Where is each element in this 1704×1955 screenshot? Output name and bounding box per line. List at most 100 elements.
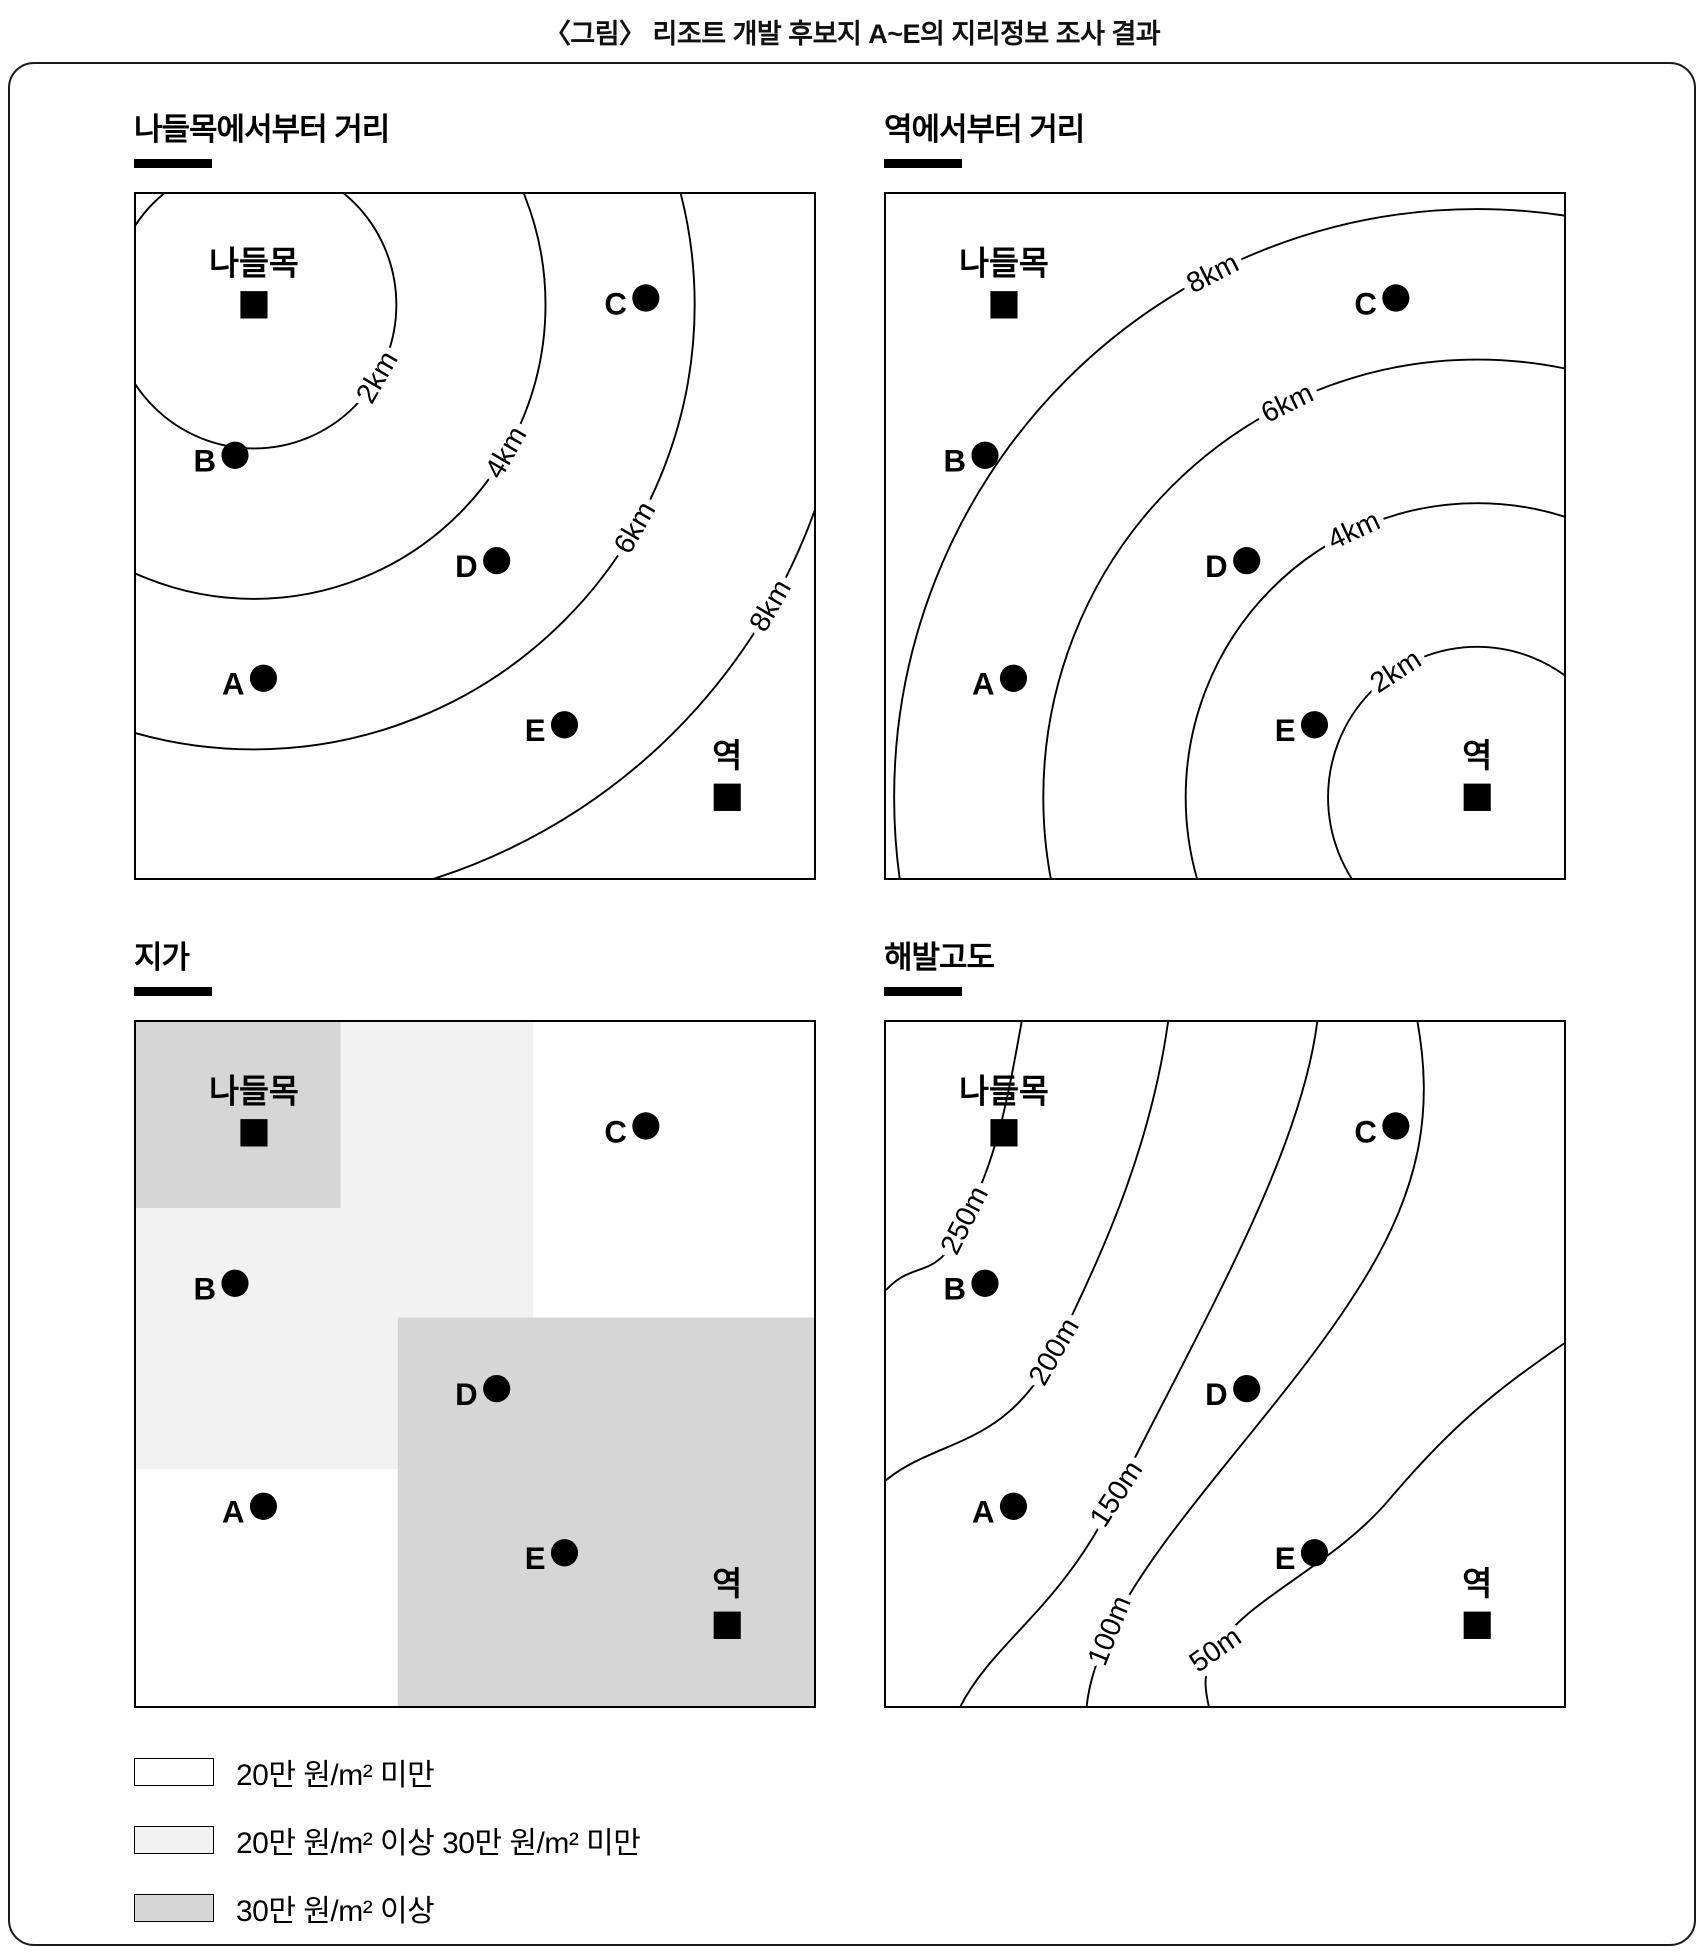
interchange-marker	[990, 291, 1018, 319]
title-underline-bar	[884, 159, 962, 168]
interchange-marker	[240, 291, 268, 319]
panel-title-land-price: 지가	[134, 940, 190, 975]
legend-label-20-to-30: 20만 원/m² 이상 30만 원/m² 미만	[236, 1827, 641, 1860]
site-letter-B: B	[943, 1272, 966, 1307]
site-dot-E	[1300, 1539, 1329, 1567]
interchange-marker	[240, 1119, 268, 1147]
legend-row-20-to-30: 20만 원/m² 이상 30만 원/m² 미만	[134, 1818, 1694, 1862]
site-letter-C: C	[604, 1114, 627, 1149]
site-dot-D	[1233, 1374, 1261, 1403]
contour-line-100m	[1085, 1022, 1425, 1706]
site-letter-A: A	[222, 1495, 245, 1530]
ring-label-4km: 4km	[1323, 504, 1385, 556]
site-letter-A: A	[222, 667, 245, 702]
station-label: 역	[712, 1565, 742, 1602]
figure-title: 〈그림〉 리조트 개발 후보지 A~E의 지리정보 조사 결과	[543, 19, 1161, 49]
legend-swatch-over-30	[134, 1894, 214, 1922]
price-zone-high-2	[397, 1317, 814, 1706]
site-dot-D	[483, 546, 511, 575]
site-letter-E: E	[525, 1541, 546, 1576]
legend-label-under-20: 20만 원/m² 미만	[236, 1759, 435, 1792]
legend-label-over-30: 30만 원/m² 이상	[236, 1895, 435, 1928]
contour-label-200m: 200m	[1023, 1313, 1086, 1391]
distance-ring-2km	[1327, 645, 1564, 878]
distance-ring-6km	[1042, 358, 1564, 878]
distance-ring-2km	[136, 194, 398, 450]
distance-ring-8km	[432, 509, 814, 878]
site-dot-A	[999, 1492, 1028, 1520]
price-zone-high-1	[136, 1022, 341, 1209]
panel-title-station-distance: 역에서부터 거리	[884, 112, 1085, 147]
site-letter-B: B	[193, 1272, 216, 1307]
distance-ring-6km	[136, 194, 696, 751]
interchange-label: 나들목	[209, 1073, 299, 1110]
site-letter-D: D	[1205, 1377, 1228, 1412]
ring-label-4km: 4km	[479, 421, 533, 484]
station-label: 역	[1462, 1565, 1492, 1602]
ring-label-2km: 2km	[350, 346, 404, 409]
title-underline-bar	[134, 159, 212, 168]
interchange-label: 나들목	[959, 1073, 1049, 1110]
site-letter-E: E	[525, 713, 546, 748]
station-marker	[713, 783, 741, 811]
distance-ring-8km	[893, 208, 1564, 878]
site-letter-D: D	[455, 549, 478, 584]
site-dot-A	[249, 1492, 278, 1520]
contour-line-250m	[886, 1022, 1023, 1291]
distance-ring-4km	[136, 194, 547, 600]
interchange-label: 나들목	[959, 245, 1049, 282]
panel-title-elevation: 해발고도	[884, 940, 995, 975]
legend-row-over-30: 30만 원/m² 이상	[134, 1886, 1694, 1930]
site-dot-C	[1382, 284, 1410, 312]
site-letter-B: B	[193, 444, 216, 479]
site-letter-E: E	[1275, 713, 1296, 748]
site-dot-E	[550, 711, 579, 739]
site-dot-A	[999, 664, 1028, 692]
ring-label-8km: 8km	[743, 574, 797, 637]
site-letter-E: E	[1275, 1541, 1296, 1576]
site-letter-A: A	[972, 1495, 995, 1530]
site-letter-C: C	[604, 286, 627, 321]
site-letter-B: B	[943, 444, 966, 479]
site-dot-B	[971, 1269, 999, 1297]
site-dot-D	[1233, 546, 1261, 575]
site-dot-B	[221, 1269, 249, 1297]
site-dot-B	[971, 441, 999, 469]
ring-label-8km: 8km	[1182, 247, 1244, 300]
price-legend: 20만 원/m² 미만 20만 원/m² 이상 30만 원/m² 미만 30만 …	[134, 1750, 1694, 1930]
site-dot-A	[249, 664, 278, 692]
interchange-marker	[990, 1119, 1018, 1147]
site-letter-A: A	[972, 667, 995, 702]
distance-ring-4km	[1184, 502, 1564, 878]
site-letter-D: D	[455, 1377, 478, 1412]
contour-label-50m: 50m	[1184, 1621, 1248, 1679]
legend-row-under-20: 20만 원/m² 미만	[134, 1750, 1694, 1794]
site-dot-D	[483, 1374, 511, 1403]
price-zone-mid-0	[136, 1022, 534, 1470]
site-letter-C: C	[1354, 1114, 1377, 1149]
contour-label-250m: 250m	[934, 1181, 995, 1260]
station-label: 역	[1462, 737, 1492, 774]
contour-line-50m	[1204, 1342, 1564, 1706]
title-underline-bar	[134, 987, 212, 996]
site-letter-D: D	[1205, 549, 1228, 584]
site-dot-B	[221, 441, 249, 469]
interchange-label: 나들목	[209, 245, 299, 282]
site-letter-C: C	[1354, 286, 1377, 321]
station-marker	[1463, 1611, 1491, 1639]
station-label: 역	[712, 737, 742, 774]
site-dot-E	[550, 1539, 579, 1567]
legend-swatch-20-to-30	[134, 1826, 214, 1854]
station-marker	[713, 1611, 741, 1639]
site-dot-C	[632, 284, 660, 312]
